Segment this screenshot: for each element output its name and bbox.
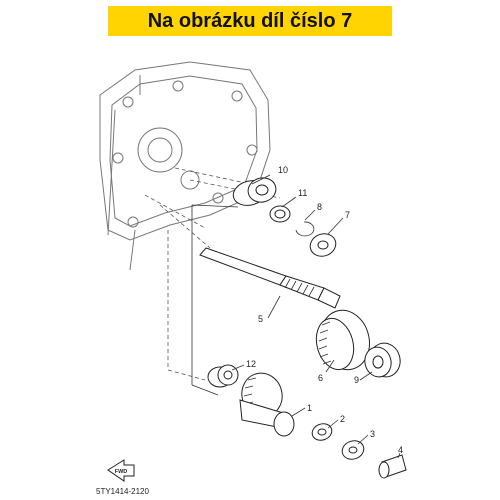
part-9-bearing (364, 342, 401, 378)
fwd-arrow-icon: FWD (107, 459, 135, 482)
part-10-bearing (232, 177, 277, 206)
part-11-oil-seal (269, 205, 291, 223)
part-7-washer (309, 233, 337, 257)
callout-3: 3 (370, 429, 375, 439)
highlight-banner: Na obrázku díl číslo 7 (108, 6, 392, 36)
part-2-washer (311, 423, 333, 441)
part-4-needle-bearing (378, 454, 407, 479)
callout-6: 6 (318, 373, 323, 383)
part-5-main-axle (199, 247, 341, 309)
callout-1: 1 (307, 403, 312, 413)
callout-5: 5 (258, 314, 263, 324)
callout-12: 12 (246, 359, 256, 369)
part-12-bearing (207, 364, 239, 388)
part-8-circlip (295, 221, 315, 237)
crankcase-cover (99, 61, 271, 271)
diagram-code: 5TY1414-2120 (96, 487, 149, 496)
part-6-gear (315, 309, 370, 371)
part-1-drive-gear (239, 372, 295, 437)
callout-9: 9 (354, 375, 359, 385)
callout-7: 7 (345, 210, 350, 220)
callout-4: 4 (398, 445, 403, 455)
callout-10: 10 (278, 165, 288, 175)
callout-11: 11 (298, 188, 307, 198)
fwd-label: FWD (115, 469, 128, 475)
banner-text: Na obrázku díl číslo 7 (147, 9, 353, 32)
callout-8: 8 (317, 202, 322, 212)
part-3-washer (341, 440, 365, 460)
leader-lines (231, 174, 401, 459)
callout-2: 2 (340, 414, 345, 424)
